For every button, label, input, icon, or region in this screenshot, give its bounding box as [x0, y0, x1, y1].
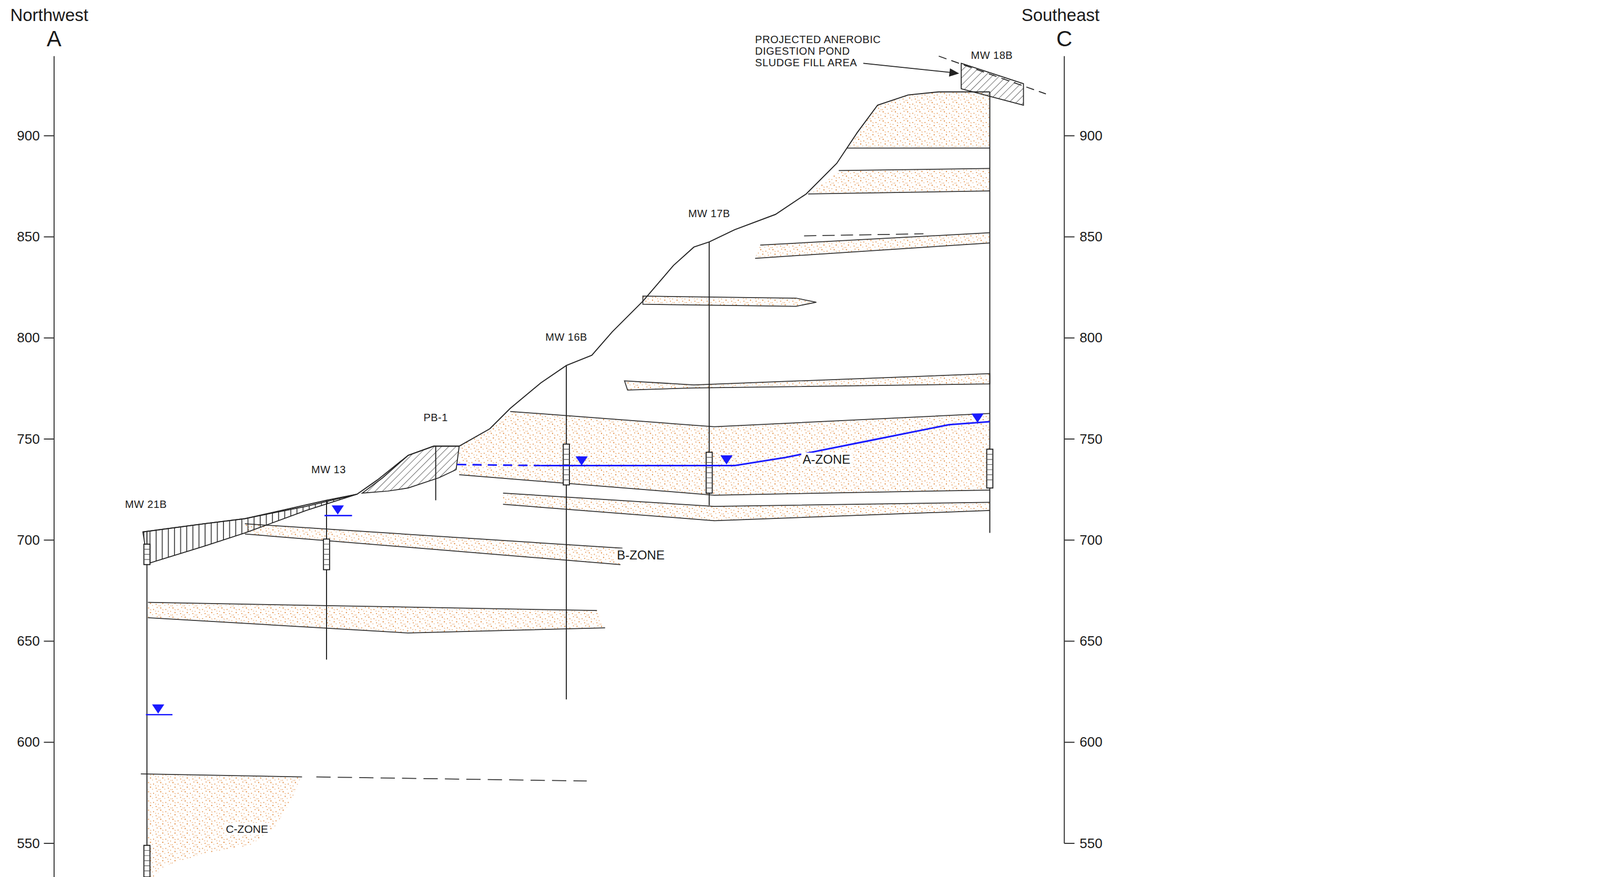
well-label: PB-1	[423, 411, 448, 424]
drawing-path	[1064, 135, 1075, 844]
drawing-path	[151, 413, 984, 714]
elevation-tick: 750	[1079, 431, 1103, 447]
elevation-tick: 650	[16, 633, 40, 649]
elevation-tick: 900	[16, 128, 40, 144]
sludge-fill	[961, 63, 1024, 106]
drawing-line	[565, 365, 567, 700]
drawing-rect	[563, 444, 570, 486]
elevation-tick: 600	[1079, 734, 1103, 750]
drawing-line	[325, 500, 328, 660]
drawing-path	[144, 549, 151, 872]
elevation-tick: 800	[1079, 330, 1103, 346]
elevation-tick: 800	[16, 330, 40, 346]
zone-label: A-ZONE	[801, 452, 853, 467]
drawing-line	[146, 532, 148, 877]
well-label: MW 13	[311, 463, 346, 476]
sand-layers	[140, 92, 991, 877]
elevation-axes	[43, 56, 1075, 877]
drawing-rect	[323, 538, 330, 570]
zone-label: B-ZONE	[615, 548, 667, 563]
drawing-path	[459, 411, 990, 496]
drawing-line	[863, 63, 952, 73]
drawing-path	[43, 135, 54, 844]
elevation-tick: 650	[1079, 633, 1103, 649]
drawing-path	[986, 454, 994, 481]
drawing-path	[147, 602, 605, 634]
drawing-line	[53, 56, 55, 877]
drawing-path	[146, 515, 353, 716]
direction-label: Southeast	[1021, 5, 1100, 25]
drawing-path	[503, 493, 991, 521]
drawing-path	[147, 602, 605, 634]
drawing-rect	[986, 449, 994, 488]
elevation-tick: 700	[1079, 532, 1103, 548]
note-label: PROJECTED ANEROBIC DIGESTION POND SLUDGE…	[755, 33, 893, 69]
drawing-path	[755, 232, 990, 259]
drawing-path	[459, 411, 990, 496]
drawing-rect	[144, 845, 151, 877]
drawing-path	[808, 168, 990, 195]
drawing-path	[147, 773, 301, 877]
zone-label: C-ZONE	[223, 822, 270, 835]
drawing-path	[323, 544, 330, 565]
drawing-path	[643, 296, 817, 307]
drawing-path	[755, 232, 990, 259]
elevation-tick: 600	[16, 734, 40, 750]
drawing-line	[1063, 56, 1065, 844]
direction-label: Northwest	[9, 5, 89, 25]
drawing-path	[563, 449, 570, 480]
drawing-line	[803, 233, 924, 237]
drawing-path	[706, 457, 713, 488]
elevation-tick: 550	[1079, 836, 1103, 852]
drawing-path	[847, 92, 991, 149]
drawing-line	[140, 773, 303, 778]
ground-surface	[143, 92, 991, 533]
drawing-line	[316, 777, 587, 782]
section-letter: A	[46, 26, 62, 52]
elevation-tick: 750	[16, 431, 40, 447]
section-letter: C	[1056, 26, 1073, 52]
well-label: MW 17B	[688, 207, 731, 220]
projection-line	[938, 56, 1046, 95]
elevation-tick: 700	[16, 532, 40, 548]
well-label: MW 16B	[545, 331, 588, 343]
drawing-line	[435, 446, 437, 501]
elevation-tick: 550	[16, 836, 40, 852]
drawing-path	[541, 421, 991, 466]
drawing-rect	[706, 452, 713, 494]
well-label: MW 21B	[125, 498, 168, 511]
fill-area	[362, 446, 460, 494]
elevation-tick: 850	[16, 229, 40, 245]
drawing-path	[503, 493, 991, 521]
elevation-tick: 900	[1079, 128, 1103, 144]
drawing-path	[624, 373, 991, 391]
well-label: MW 18B	[971, 49, 1014, 61]
leader-line	[863, 63, 960, 77]
drawing-path	[808, 168, 990, 195]
screen-slots	[144, 449, 994, 871]
drawing-path	[456, 464, 541, 466]
drawing-path	[949, 68, 960, 77]
water-table	[146, 413, 991, 715]
drawing-line	[847, 147, 991, 149]
elevation-tick: 850	[1079, 229, 1103, 245]
wells	[144, 92, 994, 877]
